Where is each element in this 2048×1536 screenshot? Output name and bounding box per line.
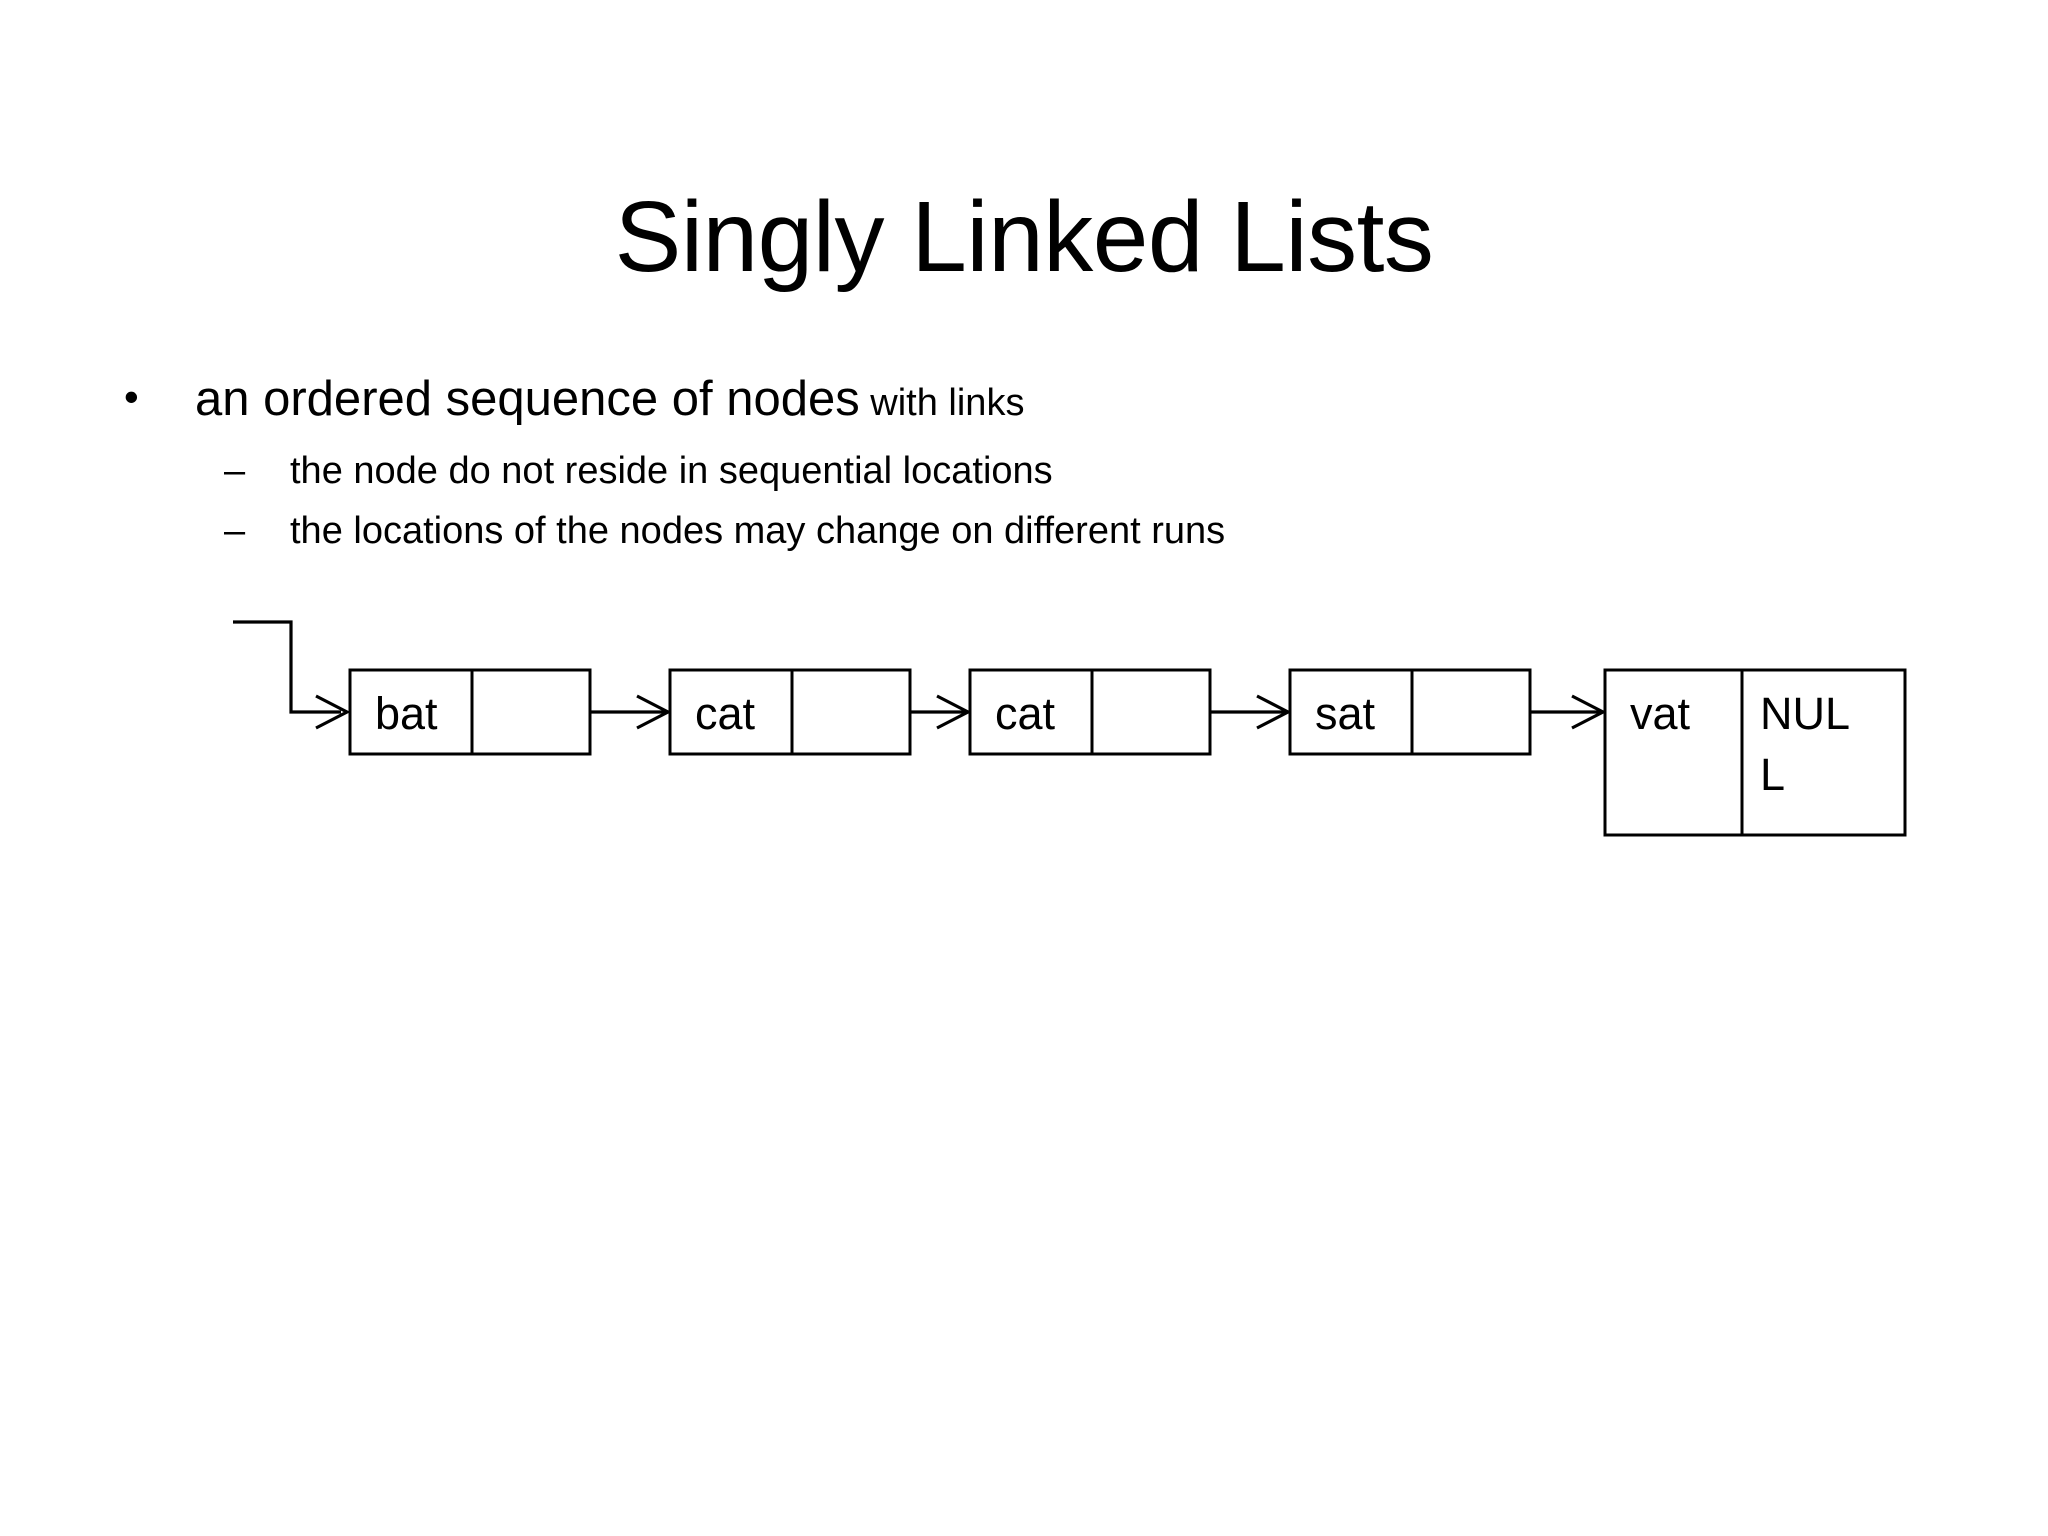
link-arrow-1 [590,694,672,730]
node-4-data-label: sat [1315,688,1376,739]
link-arrow-2 [910,694,972,730]
link-arrow-3 [1210,694,1292,730]
bullet-level1-tail-text: with links [859,382,1025,424]
bullet-list: • an ordered sequence of nodes with links… [0,372,2048,553]
list-node-2: cat [668,668,912,756]
sub-bullet-marker-dash-1: – [224,449,246,492]
sub-bullet-text-1: the node do not reside in sequential loc… [290,449,1053,492]
node-5-data-label: vat [1630,688,1691,739]
node-2-data-label: cat [695,688,756,739]
node-5-link-label-line1: NUL [1760,688,1850,739]
list-node-4: sat [1288,668,1532,756]
sub-bullet-text-2: the locations of the nodes may change on… [290,509,1226,552]
page-title: Singly Linked Lists [614,181,1434,293]
link-arrow-4 [1530,694,1607,730]
sub-bullet-item-1: – the node do not reside in sequential lo… [0,449,2048,493]
list-node-3: cat [968,668,1212,756]
bullet-item-level1: • an ordered sequence of nodes with links [0,372,2048,427]
bullet-level1-main-text: an ordered sequence of nodes [195,372,860,426]
list-node-5: vat NUL L [1603,668,1907,837]
head-pointer-line [233,620,351,730]
node-3-data-label: cat [995,688,1056,739]
node-1-data-label: bat [375,688,438,739]
sub-bullet-item-2: – the locations of the nodes may change o… [0,509,2048,553]
node-5-link-label-line2: L [1760,749,1785,800]
list-node-1: bat [348,668,592,756]
bullet-marker-dot: • [124,373,139,420]
sub-bullet-marker-dash-2: – [224,509,246,552]
